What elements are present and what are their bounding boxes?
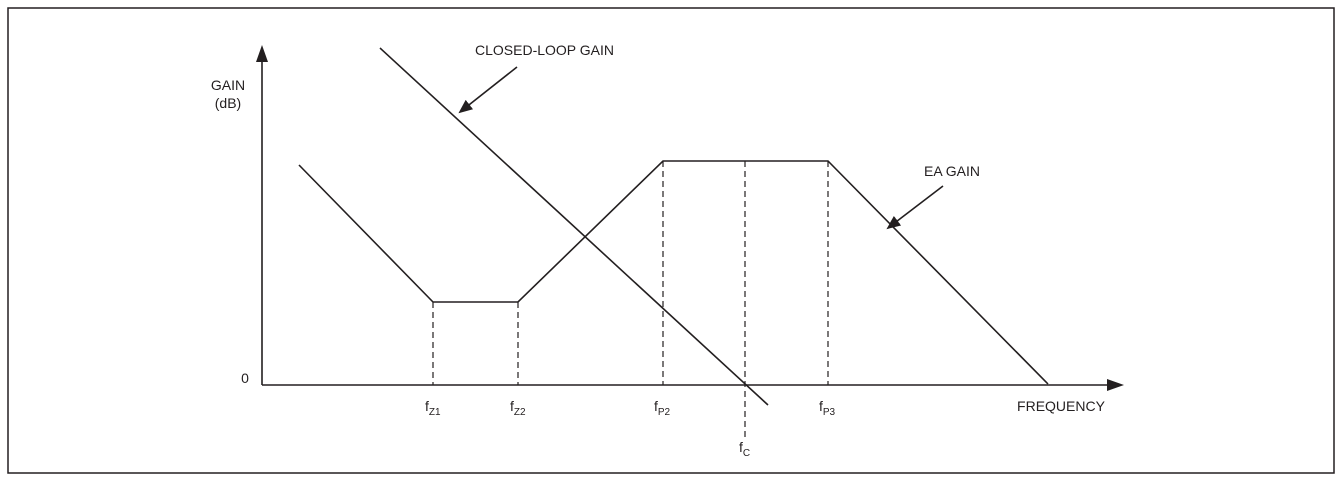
x-axis-label: FREQUENCY: [1017, 398, 1106, 414]
figure-border: [7, 7, 1335, 474]
y-axis-arrowhead: [256, 45, 268, 62]
fp3-label: fP3: [819, 398, 836, 418]
fz2-label: fZ2: [510, 398, 526, 418]
x-axis-arrowhead: [1107, 379, 1124, 391]
closed-loop-gain-line: [379, 47, 769, 406]
y-axis-label-line1: GAIN: [211, 77, 245, 93]
fc-label: fC: [739, 439, 750, 459]
origin-label: 0: [241, 370, 249, 386]
axes: [256, 45, 1124, 391]
y-axis-label-line2: (dB): [215, 95, 241, 111]
ea-gain-curve: [298, 160, 1049, 385]
ea-gain-label: EA GAIN: [924, 163, 980, 179]
closed-loop-gain-pointer-arrow: [458, 66, 518, 114]
ea-gain-pointer-arrow: [886, 185, 944, 230]
fz1-label: fZ1: [425, 398, 441, 418]
fp2-label: fP2: [654, 398, 671, 418]
closed-loop-gain-label: CLOSED-LOOP GAIN: [475, 42, 614, 58]
